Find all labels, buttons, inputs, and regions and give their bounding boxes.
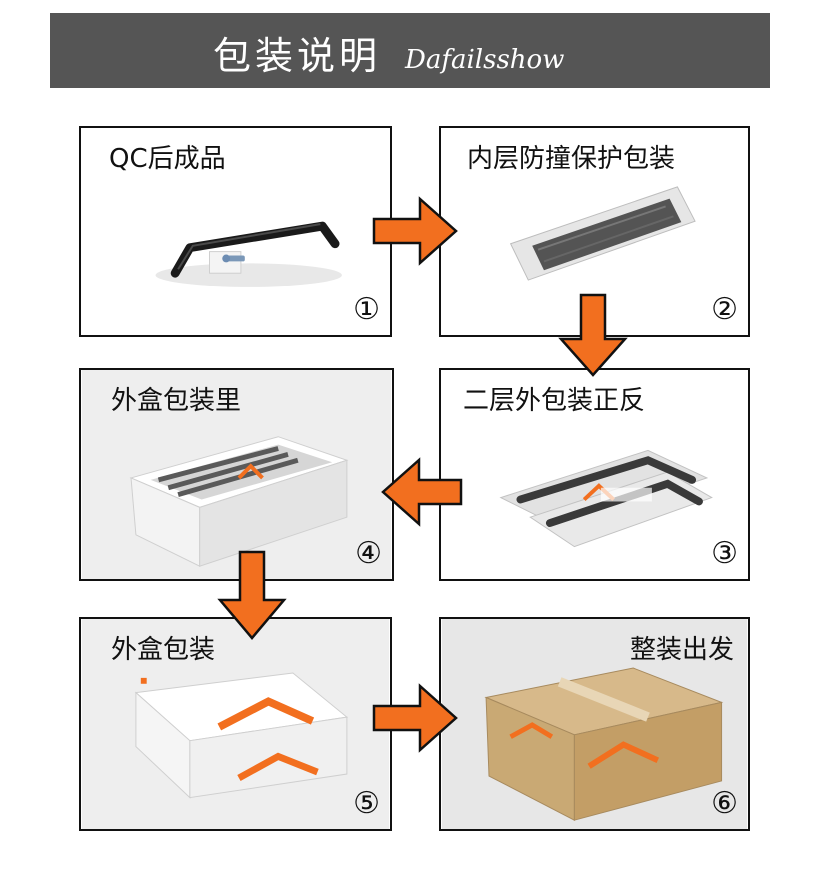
step-label: 二层外包装正反: [463, 386, 646, 416]
header-banner: 包装说明 Dafailsshow: [50, 13, 770, 88]
page-title: 包装说明: [213, 34, 382, 78]
arrow-down-icon: [217, 550, 287, 640]
step-panel-3: 二层外包装正反 ③: [439, 368, 750, 581]
inner-bag-image: [441, 128, 748, 335]
step-number: ②: [711, 292, 738, 327]
step-number: ④: [355, 536, 382, 571]
arrow-right-icon: [372, 196, 458, 266]
step-number: ⑤: [353, 786, 380, 821]
finished-handle-image: [81, 128, 390, 335]
closed-box-image: [81, 619, 390, 829]
step-number: ③: [711, 536, 738, 571]
outer-bag-image: [441, 370, 748, 579]
step-panel-1: QC后成品 ①: [79, 126, 392, 337]
open-box-image: [81, 370, 392, 579]
step-label: 外盒包装里: [111, 386, 242, 416]
step-number: ⑥: [711, 786, 738, 821]
step-label: 外盒包装: [111, 635, 216, 665]
step-panel-5: 外盒包装 ⑤: [79, 617, 392, 831]
arrow-left-icon: [381, 457, 463, 527]
step-number: ①: [353, 292, 380, 327]
step-label: QC后成品: [109, 144, 226, 174]
arrow-right-icon: [372, 683, 458, 753]
brand-logo-text: Dafailsshow: [405, 45, 565, 75]
arrow-down-icon: [558, 293, 628, 377]
step-label: 整装出发: [629, 635, 734, 665]
step-panel-6: 整装出发 ⑥: [439, 617, 750, 831]
step-panel-4: 外盒包装里 ④: [79, 368, 394, 581]
step-label: 内层防撞保护包装: [467, 144, 676, 174]
shipping-carton-image: [441, 619, 748, 829]
